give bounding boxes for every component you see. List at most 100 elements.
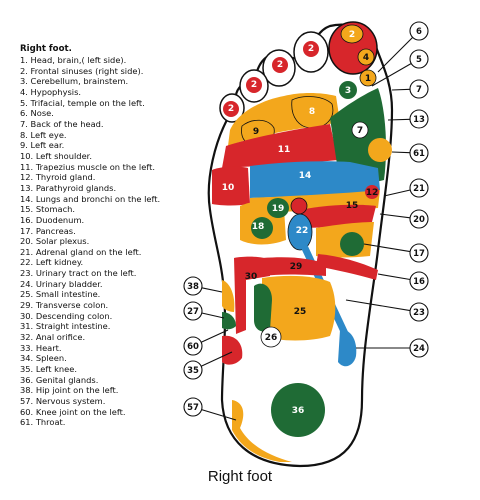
zone-label-7: 7 [357,126,363,136]
zone-18-dot [251,217,273,239]
legend-item: 31. Straight intestine. [20,321,111,332]
zone-label-19: 19 [272,204,285,214]
zone-17-pancreas [340,232,364,256]
callout-17: 17 [363,243,429,263]
callout-circle [183,336,203,356]
zone-label-3: 3 [345,86,351,96]
zone-label-2e: 2 [349,30,355,40]
legend-item: 15. Stomach. [20,204,76,215]
callout-circle [183,276,203,296]
legend-item: 12. Thyroid gland. [20,172,96,183]
legend-item: 25. Small intestine. [20,289,101,300]
callout-label: 61 [413,149,425,159]
legend-item: 24. Urinary bladder. [20,278,103,289]
callout-label: 38 [187,282,199,292]
callout-57: 57 [183,397,237,421]
zone-label-15: 15 [346,201,359,211]
callout-16: 16 [377,271,429,291]
zone-30-descending [234,256,270,334]
callout-60: 60 [183,329,229,356]
callout-label: 6 [416,27,422,37]
callout-27: 27 [183,301,225,321]
callout-label: 60 [187,342,199,352]
legend-item: 57. Nervous system. [20,396,106,406]
zone-label-11: 11 [278,145,291,155]
callout-label: 16 [413,277,425,287]
callout-leader [387,118,411,121]
callout-circle [183,301,203,321]
legend-item: 33. Heart. [20,342,62,353]
legend-item: 3. Cerebellum, brainstem. [20,76,129,87]
legend-item: 9. Left ear. [20,140,65,151]
legend-item: 29. Transverse colon. [20,300,109,311]
zone-2-bigtoe [340,24,364,44]
zone-57-nerve [232,400,292,462]
callout-label: 21 [413,184,425,194]
legend-item: 14. Lungs and bronchi on the left. [20,193,161,204]
callout-circle [409,271,429,291]
callout-circle [409,302,429,322]
zone-label-18: 18 [252,222,265,232]
callout-leader [371,63,412,87]
zone-label-22: 22 [296,226,309,236]
callout-label: 27 [187,307,199,317]
callout-leader [391,88,411,91]
legend-item: 5. Trifacial, temple on the left. [20,97,145,108]
legend-item: 32. Anal orifice. [20,332,86,343]
callout-label: 20 [413,215,425,225]
zone-16-duodenum [316,254,378,280]
legend-item: 21. Adrenal gland on the left. [20,246,142,257]
zone-19 [267,198,289,218]
zone-15-stomach [300,204,376,228]
callout-leader [377,36,414,73]
callout-leader [201,312,225,319]
callout-label: 13 [413,115,425,125]
zone-label-29: 29 [290,262,303,272]
zone-4 [357,48,375,66]
zone-label-2d: 2 [308,44,314,54]
zone-3 [339,81,357,99]
zone-36-genital [271,383,325,437]
legend-item: 16. Duodenum. [20,214,85,225]
zone-26 [260,326,282,348]
callout-61: 61 [391,143,429,163]
legend-item: 7. Back of the head. [20,118,104,129]
zone-label-9: 9 [253,127,259,137]
zone-1 [359,69,377,87]
legend-item: 23. Urinary tract on the left. [20,268,137,279]
callout-leader [391,151,411,154]
callout-7: 7 [391,79,429,99]
zone-2-toe4 [246,77,262,93]
legend-item: 36. Genital glands. [20,374,99,385]
caption: Right foot [207,468,273,485]
zone-label-14: 14 [299,171,312,181]
callout-23: 23 [345,299,429,322]
callout-leader [201,287,223,293]
legend-item: 34. Spleen. [20,353,67,364]
zone-label-8: 8 [309,107,315,117]
callout-leader [201,409,237,421]
legend-item: 30. Descending colon. [20,310,113,321]
callout-circle [409,79,429,99]
legend-item: 35. Left knee. [20,364,77,375]
zone-29-transverse [262,257,326,276]
callout-13: 13 [387,109,429,129]
zone-10-shoulder [212,166,250,206]
zone-label-4: 4 [363,53,369,63]
callout-circle [409,338,429,358]
callout-20: 20 [379,209,429,229]
zone-2-toe3 [272,57,288,73]
callout-label: 23 [413,308,425,318]
legend-item: 22. Left kidney. [20,257,84,268]
zone-24-bladder [338,329,357,367]
zone-label-36: 36 [292,406,305,416]
legend-item: 17. Pancreas. [20,225,76,236]
zone-12-thyroid [365,185,379,199]
legend-item: 4. Hypophysis. [20,86,82,97]
callout-5: 5 [371,49,429,87]
legend-item: 13. Parathyroid glands. [20,182,117,193]
callout-24: 24 [356,338,429,358]
